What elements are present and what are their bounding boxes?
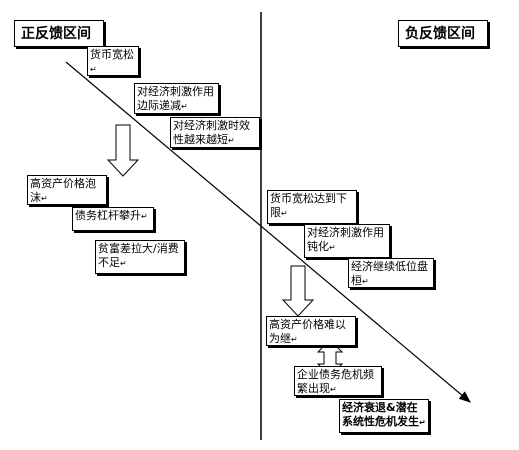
left-down-arrow-icon (106, 124, 140, 177)
stimulus-blunted-box: 对经济刺激作用钝化↵ (304, 224, 390, 258)
asset-bubble-box: 高资产价格泡沫↵ (27, 175, 107, 205)
asset-unsustainable-box: 高资产价格难以为继↵ (266, 316, 356, 346)
positive-feedback-title: 正反馈区间↵ (14, 20, 104, 47)
negative-feedback-title: 负反馈区间↵ (398, 20, 488, 47)
trend-arrow (65, 61, 471, 403)
debt-crisis-box: 企业债务危机频繁出现↵ (294, 366, 382, 396)
debt-leverage-box: 债务杠杆攀升↵ (72, 207, 154, 231)
diminishing-stimulus-box: 对经济刺激作用边际递减↵ (134, 83, 219, 114)
easy-money-limit-box: 货币宽松达到下限↵ (267, 190, 357, 224)
shortening-effect-box: 对经济刺激时效性越来越短↵ (170, 117, 260, 148)
recession-crisis-box: 经济衰退&潜在系统性危机发生↵ (339, 399, 429, 433)
easy-money-box: 货币宽松↵ (87, 46, 139, 76)
economy-low-box: 经济继续低位盘桓↵ (348, 258, 434, 288)
wealth-gap-box: 贫富差拉大/消费不足↵ (95, 240, 185, 274)
right-down-arrow-icon (281, 265, 315, 317)
